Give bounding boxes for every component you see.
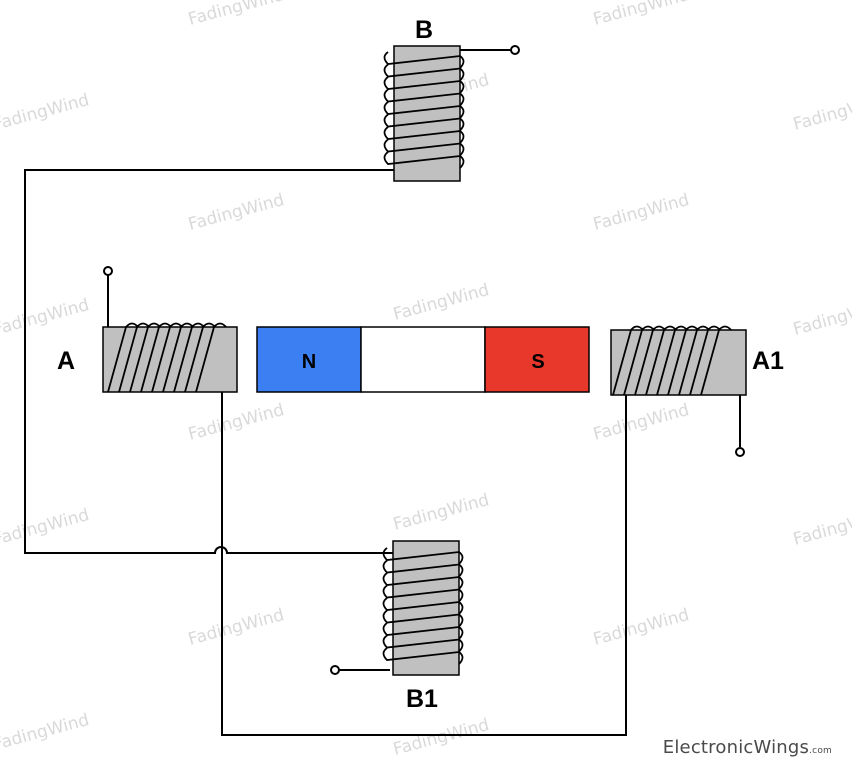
coil-a1-core [610,329,747,396]
watermark: FadingWind [186,400,286,445]
winding-turn [623,325,655,396]
wire-a-to-a1 [221,392,627,736]
winding-turn [382,572,464,590]
winding-turn [382,634,464,653]
watermark: FadingWind [791,295,852,340]
watermark: FadingWind [591,190,691,235]
winding-turn [383,76,465,94]
watermark: FadingWind [0,710,91,755]
watermark: FadingWind [391,280,491,325]
winding-turn [118,322,150,393]
magnet-north-label: N [302,351,316,373]
watermark: FadingWind [0,295,91,340]
winding-turn [678,325,710,396]
magnet-south-label: S [531,351,544,373]
winding-turn [383,101,465,119]
brand-name: ElectronicWings [662,737,810,758]
wire-b-to-b1 [24,169,394,554]
watermark: FadingWind [591,0,691,30]
watermark: FadingWind [391,715,491,760]
coil-a-core [102,326,238,393]
terminals [103,45,745,675]
winding-turn [382,622,464,640]
coil-b-core [393,45,461,182]
bar-magnet: N S [256,326,590,393]
watermark: FadingWind [186,605,286,650]
magnet-center [360,326,486,393]
winding-turn [645,325,677,396]
watermark: FadingWind [186,190,286,235]
watermark: FadingWind [791,505,852,550]
winding-turn [140,322,172,393]
winding-turn [656,325,688,396]
coil-b1-windings [382,547,464,665]
watermark: FadingWind [0,505,91,550]
winding-turn [383,138,465,157]
winding-turn [383,113,465,132]
label-coil-a: A [57,347,75,375]
magnet-south-pole [484,326,590,393]
watermark: FadingWind [791,90,852,135]
terminal-b [510,45,520,55]
winding-turn [382,647,464,665]
winding-turn [667,325,699,396]
winding-turn [383,51,465,69]
winding-turn [151,322,183,393]
winding-turn [383,88,465,107]
watermark: FadingWind [391,490,491,535]
watermark: FadingWind [591,605,691,650]
terminal-a [103,266,113,276]
coil-a-windings [107,322,227,393]
label-coil-b: B [415,16,433,44]
coil-a1-windings [612,325,732,396]
winding-turn [129,322,161,393]
winding-turn [162,322,194,393]
coil-b [383,45,465,182]
winding-turn [383,63,465,82]
winding-turn [382,597,464,615]
coil-b1 [382,540,464,676]
winding-turn [382,547,464,565]
winding-turn [612,325,644,396]
terminal-b1 [330,665,340,675]
coil-b-windings [383,51,465,169]
winding-turn [689,325,721,396]
watermark: FadingWind [186,0,286,30]
brand-suffix: .com [809,746,832,756]
terminal-a1 [735,447,745,457]
coil-a [102,322,238,393]
winding-turn [107,322,139,393]
winding-turn [700,325,732,396]
winding-turn [173,322,205,393]
wiring [24,49,741,736]
winding-turn [184,322,216,393]
winding-turn [382,559,464,578]
winding-turn [195,322,227,393]
coil-a1 [610,325,747,396]
winding-turn [382,609,464,628]
winding-turn [383,126,465,144]
watermark: FadingWind [0,90,91,135]
winding-turn [382,584,464,603]
label-coil-a1: A1 [752,347,784,375]
watermark: FadingWind [591,400,691,445]
label-coil-b1: B1 [406,685,438,713]
winding-turn [634,325,666,396]
brand-logo: ElectronicWings.com [663,737,832,758]
winding-turn [383,151,465,169]
